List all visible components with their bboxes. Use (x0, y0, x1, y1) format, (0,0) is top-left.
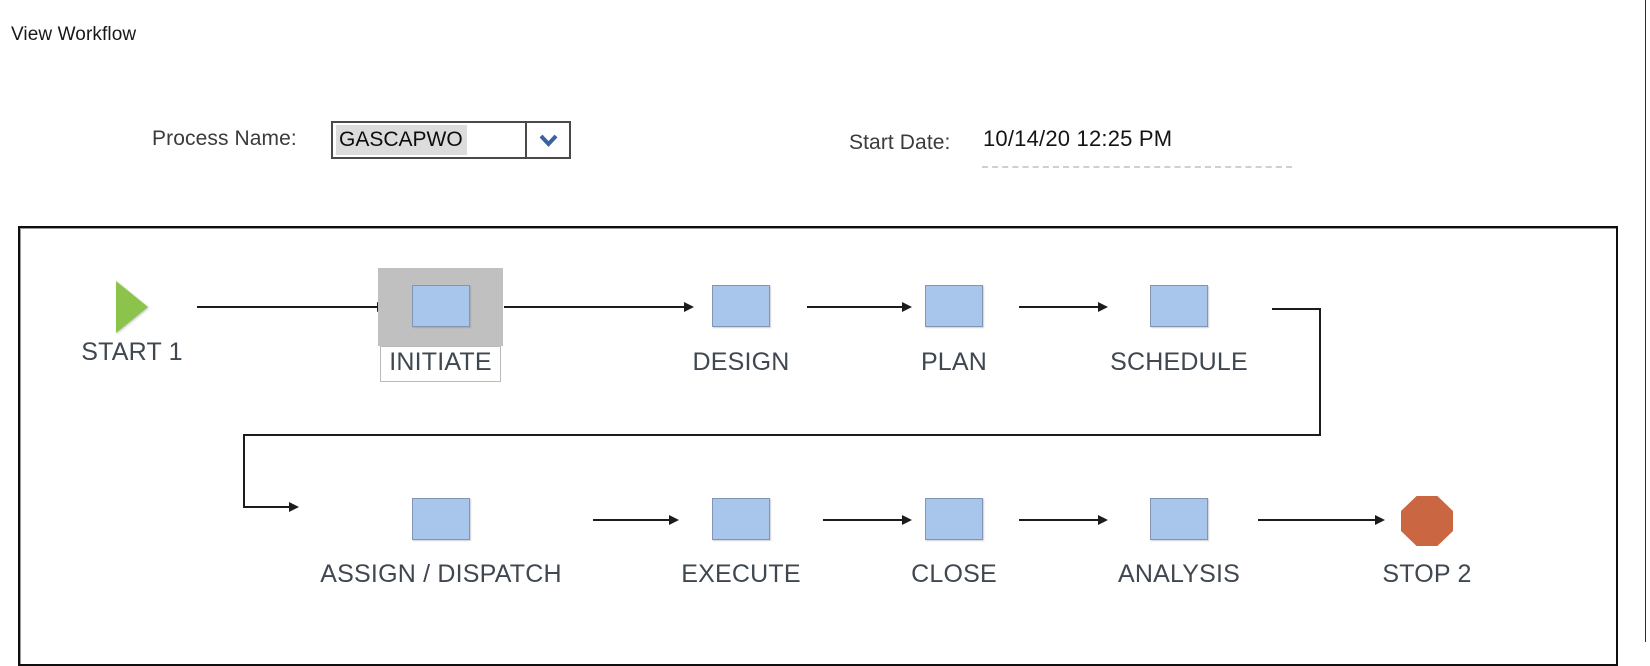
connector-initiate-design (504, 306, 686, 308)
arrowhead-icon (1375, 515, 1385, 525)
workflow-node-label: SCHEDULE (1110, 348, 1248, 376)
connector-analysis-stop2 (1258, 519, 1377, 521)
process-name-dropdown-button[interactable] (525, 123, 569, 157)
start-date-label: Start Date: (849, 131, 951, 154)
workflow-node-label: ANALYSIS (1117, 560, 1241, 588)
stop-octagon-icon (1401, 496, 1453, 546)
workflow-node-label: START 1 (81, 338, 183, 366)
form-row: Process Name: GASCAPWO Start Date: 10/14… (0, 120, 1650, 170)
process-name-value: GASCAPWO (336, 125, 467, 155)
start-triangle-icon (116, 281, 148, 333)
chevron-down-icon (539, 134, 557, 147)
node-selection-label-strip (380, 346, 501, 382)
arrowhead-icon (289, 502, 299, 512)
node-shape[interactable] (925, 285, 983, 327)
connector-schedule-assign-seg5 (243, 506, 291, 508)
node-shape[interactable] (925, 498, 983, 540)
connector-schedule-assign-seg4 (243, 434, 245, 508)
arrowhead-icon (669, 515, 679, 525)
process-name-select[interactable]: GASCAPWO (331, 121, 571, 159)
node-shape[interactable] (712, 285, 770, 327)
connector-design-plan (807, 306, 904, 308)
start-date-value: 10/14/20 12:25 PM (983, 126, 1173, 151)
arrowhead-icon (1098, 515, 1108, 525)
workflow-node-label: INITIATE (389, 348, 492, 376)
page-title: View Workflow (11, 24, 137, 45)
connector-assign-execute (593, 519, 671, 521)
process-name-value-cell[interactable]: GASCAPWO (333, 123, 525, 157)
workflow-node-label: PLAN (920, 348, 988, 376)
workflow-node-label: ASSIGN / DISPATCH (320, 560, 562, 588)
node-shape[interactable] (1150, 285, 1208, 327)
page-right-edge (1645, 0, 1646, 642)
arrowhead-icon (1098, 302, 1108, 312)
connector-start1-initiate (197, 306, 379, 308)
arrowhead-icon (684, 302, 694, 312)
process-name-label: Process Name: (152, 127, 297, 150)
workflow-node-label: CLOSE (911, 560, 997, 588)
arrowhead-icon (902, 515, 912, 525)
connector-schedule-assign-seg3 (243, 434, 1321, 436)
connector-execute-close (823, 519, 904, 521)
start-date-underline (982, 166, 1292, 168)
workflow-node-label: EXECUTE (681, 560, 801, 588)
workflow-node-label: STOP 2 (1382, 560, 1472, 588)
node-shape[interactable] (712, 498, 770, 540)
node-shape[interactable] (412, 285, 470, 327)
connector-plan-schedule (1019, 306, 1100, 308)
node-shape[interactable] (1150, 498, 1208, 540)
connector-schedule-assign-seg1 (1272, 308, 1321, 310)
connector-schedule-assign-seg2 (1319, 308, 1321, 436)
workflow-canvas[interactable]: START 1 INITIATE DESIGN PLAN (20, 228, 1616, 664)
connector-close-analysis (1019, 519, 1100, 521)
node-shape[interactable] (412, 498, 470, 540)
arrowhead-icon (902, 302, 912, 312)
workflow-diagram-frame[interactable]: START 1 INITIATE DESIGN PLAN (18, 226, 1618, 666)
workflow-node-label: DESIGN (692, 348, 790, 376)
